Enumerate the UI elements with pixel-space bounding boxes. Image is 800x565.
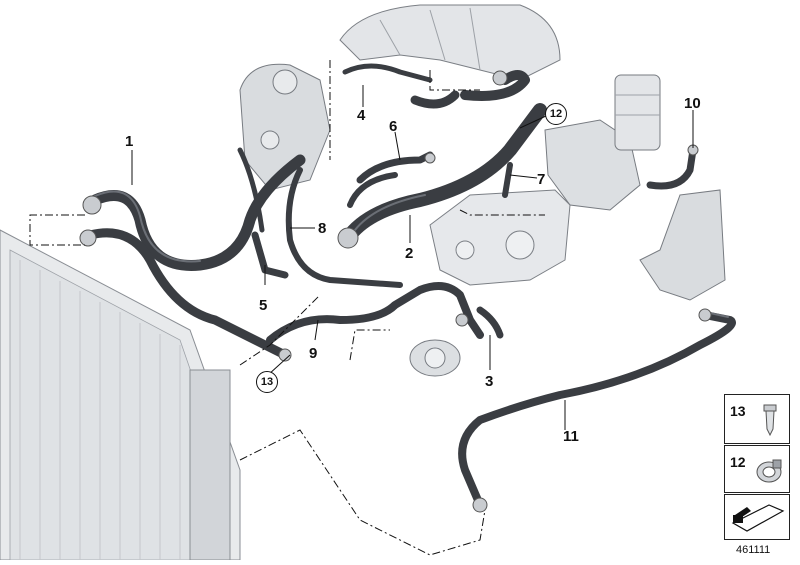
callout-4: 4 <box>357 107 366 124</box>
shim-icon <box>731 504 785 532</box>
coolant-hoses <box>85 63 736 509</box>
diagram-reference-number: 461111 <box>736 544 771 556</box>
oil-filter-housing <box>544 74 661 211</box>
clip-icon <box>763 404 777 437</box>
radiator <box>0 229 241 561</box>
callout-2: 2 <box>405 245 414 262</box>
water-pump-housing <box>239 63 331 191</box>
callout-1: 1 <box>125 133 134 150</box>
callout-12-circled: 12 <box>545 103 567 125</box>
legend-number-12: 12 <box>730 454 746 470</box>
heat-exchanger <box>639 189 726 301</box>
legend-item-12: 12 <box>724 445 790 493</box>
expansion-tank <box>429 189 571 286</box>
intake-manifold <box>339 4 561 81</box>
callout-13-circled: 13 <box>256 371 278 393</box>
callout-9: 9 <box>309 345 318 362</box>
callout-6: 6 <box>389 118 398 135</box>
callout-5: 5 <box>259 297 268 314</box>
callout-7: 7 <box>537 171 546 188</box>
callout-3: 3 <box>485 373 494 390</box>
callout-10: 10 <box>684 95 701 112</box>
legend-number-13: 13 <box>730 403 746 419</box>
legend-item-shim <box>724 494 790 540</box>
callout-11: 11 <box>563 428 579 445</box>
hose-connectors <box>79 70 712 513</box>
legend-item-13: 13 <box>724 394 790 444</box>
callout-8: 8 <box>318 220 327 237</box>
hose-clamp-icon <box>756 459 782 483</box>
hose-highlights <box>94 190 729 318</box>
auxiliary-water-pump <box>409 339 461 377</box>
assembly-guide-lines <box>29 60 545 556</box>
